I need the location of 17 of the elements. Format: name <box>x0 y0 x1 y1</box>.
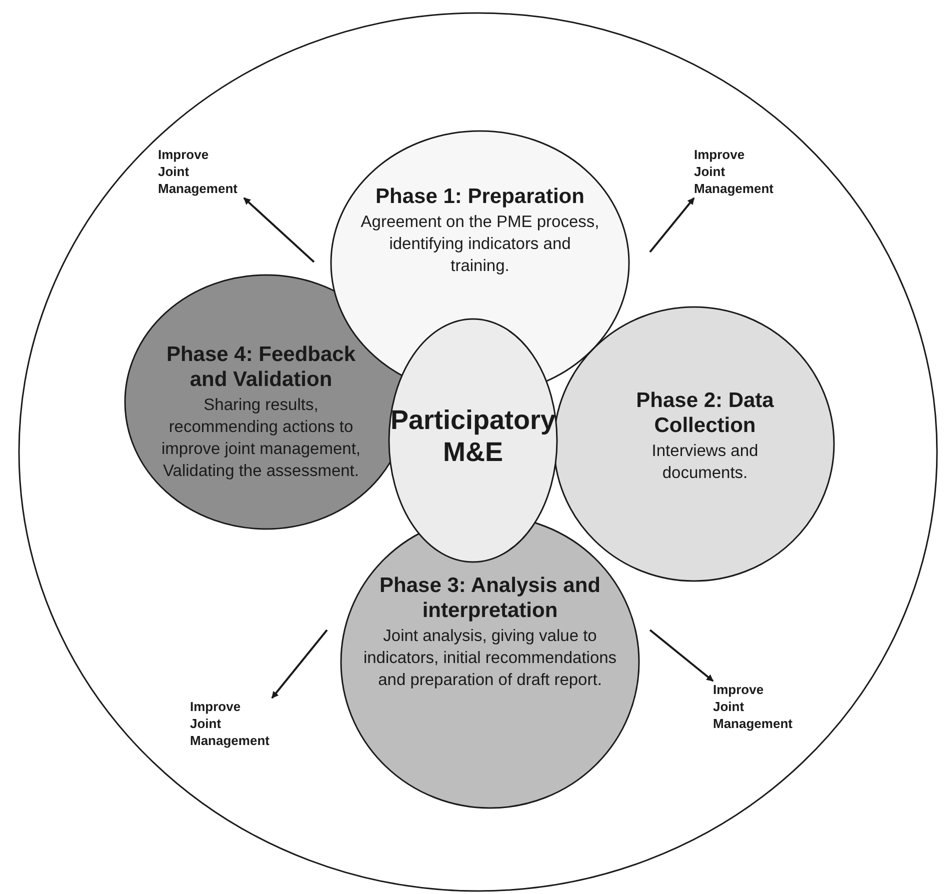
phase-title: Phase 1: Preparation <box>374 184 586 209</box>
arrow <box>649 629 714 682</box>
center-label: Participatory M&E <box>389 404 557 468</box>
phase-title: Phase 3: Analysis and interpretation <box>378 573 602 623</box>
phase-description: Joint analysis, giving value to indicators, initial recommendations and preparation of draft report. <box>362 626 618 691</box>
arrow <box>649 197 695 253</box>
phase-description: Sharing results, recommending actions to improve joint management, Validating the assessment. <box>161 395 361 482</box>
phase-title: Phase 4: Feedback and Validation <box>165 342 357 392</box>
outcome-label: Improve Joint Management <box>713 681 792 733</box>
phase-title: Phase 2: Data Collection <box>635 388 775 438</box>
arrow <box>243 197 315 263</box>
outcome-label: Improve Joint Management <box>190 698 270 750</box>
phase-description: Interviews and documents. <box>650 441 760 484</box>
arrow <box>271 629 328 699</box>
outcome-label: Improve Joint Management <box>694 146 774 198</box>
phase-description: Agreement on the PME process, identifying indicators and training. <box>360 212 600 277</box>
outcome-label: Improve Joint Management <box>158 146 238 198</box>
